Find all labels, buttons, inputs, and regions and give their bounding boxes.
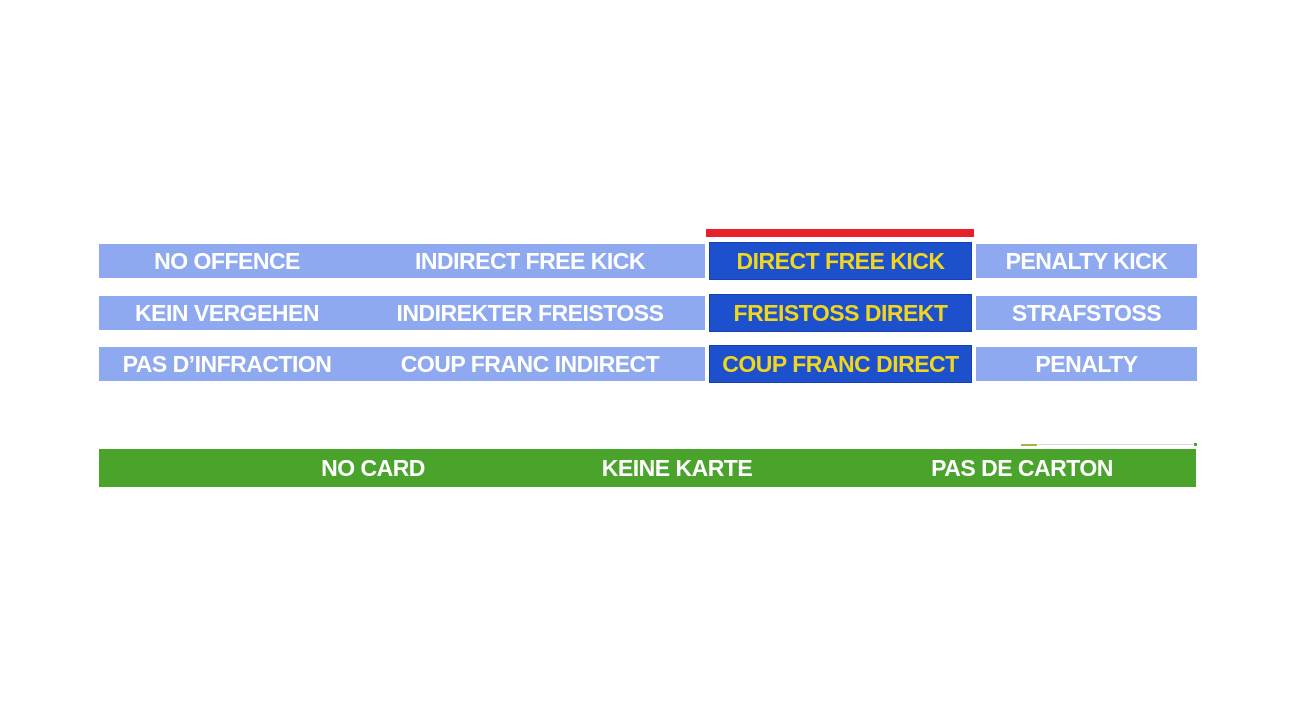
answer-bar-left: KEIN VERGEHEN INDIREKTER FREISTOSS xyxy=(99,296,705,330)
card-bar: NO CARD KEINE KARTE PAS DE CARTON xyxy=(99,449,1196,487)
answer-indirect-free-kick[interactable]: INDIRECT FREE KICK xyxy=(415,247,645,274)
artifact-green-dot xyxy=(1194,443,1197,446)
answer-coup-franc-direct[interactable]: COUP FRANC DIRECT xyxy=(709,345,972,383)
answer-penalty[interactable]: PENALTY xyxy=(976,347,1197,381)
card-option-no-card[interactable]: NO CARD xyxy=(321,454,425,481)
answer-row-french: PAS D’INFRACTION COUP FRANC INDIRECT COU… xyxy=(99,345,1197,383)
selected-answer-indicator xyxy=(706,229,974,237)
answer-freistoss-direkt[interactable]: FREISTOSS DIREKT xyxy=(709,294,972,332)
answer-penalty-kick[interactable]: PENALTY KICK xyxy=(976,244,1197,278)
artifact-gray-line xyxy=(1038,444,1193,445)
answer-no-offence[interactable]: NO OFFENCE xyxy=(154,247,300,274)
answer-direct-free-kick[interactable]: DIRECT FREE KICK xyxy=(709,242,972,280)
answer-row-english: NO OFFENCE INDIRECT FREE KICK DIRECT FRE… xyxy=(99,242,1197,280)
answer-row-german: KEIN VERGEHEN INDIREKTER FREISTOSS FREIS… xyxy=(99,294,1197,332)
answer-coup-franc-indirect[interactable]: COUP FRANC INDIRECT xyxy=(400,350,660,377)
card-option-pas-de-carton[interactable]: PAS DE CARTON xyxy=(931,454,1113,481)
artifact-olive-line xyxy=(1021,444,1037,446)
answer-bar-left: PAS D’INFRACTION COUP FRANC INDIRECT xyxy=(99,347,705,381)
card-option-keine-karte[interactable]: KEINE KARTE xyxy=(601,454,753,481)
answer-bar-left: NO OFFENCE INDIRECT FREE KICK xyxy=(99,244,705,278)
answer-kein-vergehen[interactable]: KEIN VERGEHEN xyxy=(135,299,319,326)
answer-strafstoss[interactable]: STRAFSTOSS xyxy=(976,296,1197,330)
answer-indirekter-freistoss[interactable]: INDIREKTER FREISTOSS xyxy=(396,299,664,326)
answer-pas-d-infraction[interactable]: PAS D’INFRACTION xyxy=(122,350,332,377)
